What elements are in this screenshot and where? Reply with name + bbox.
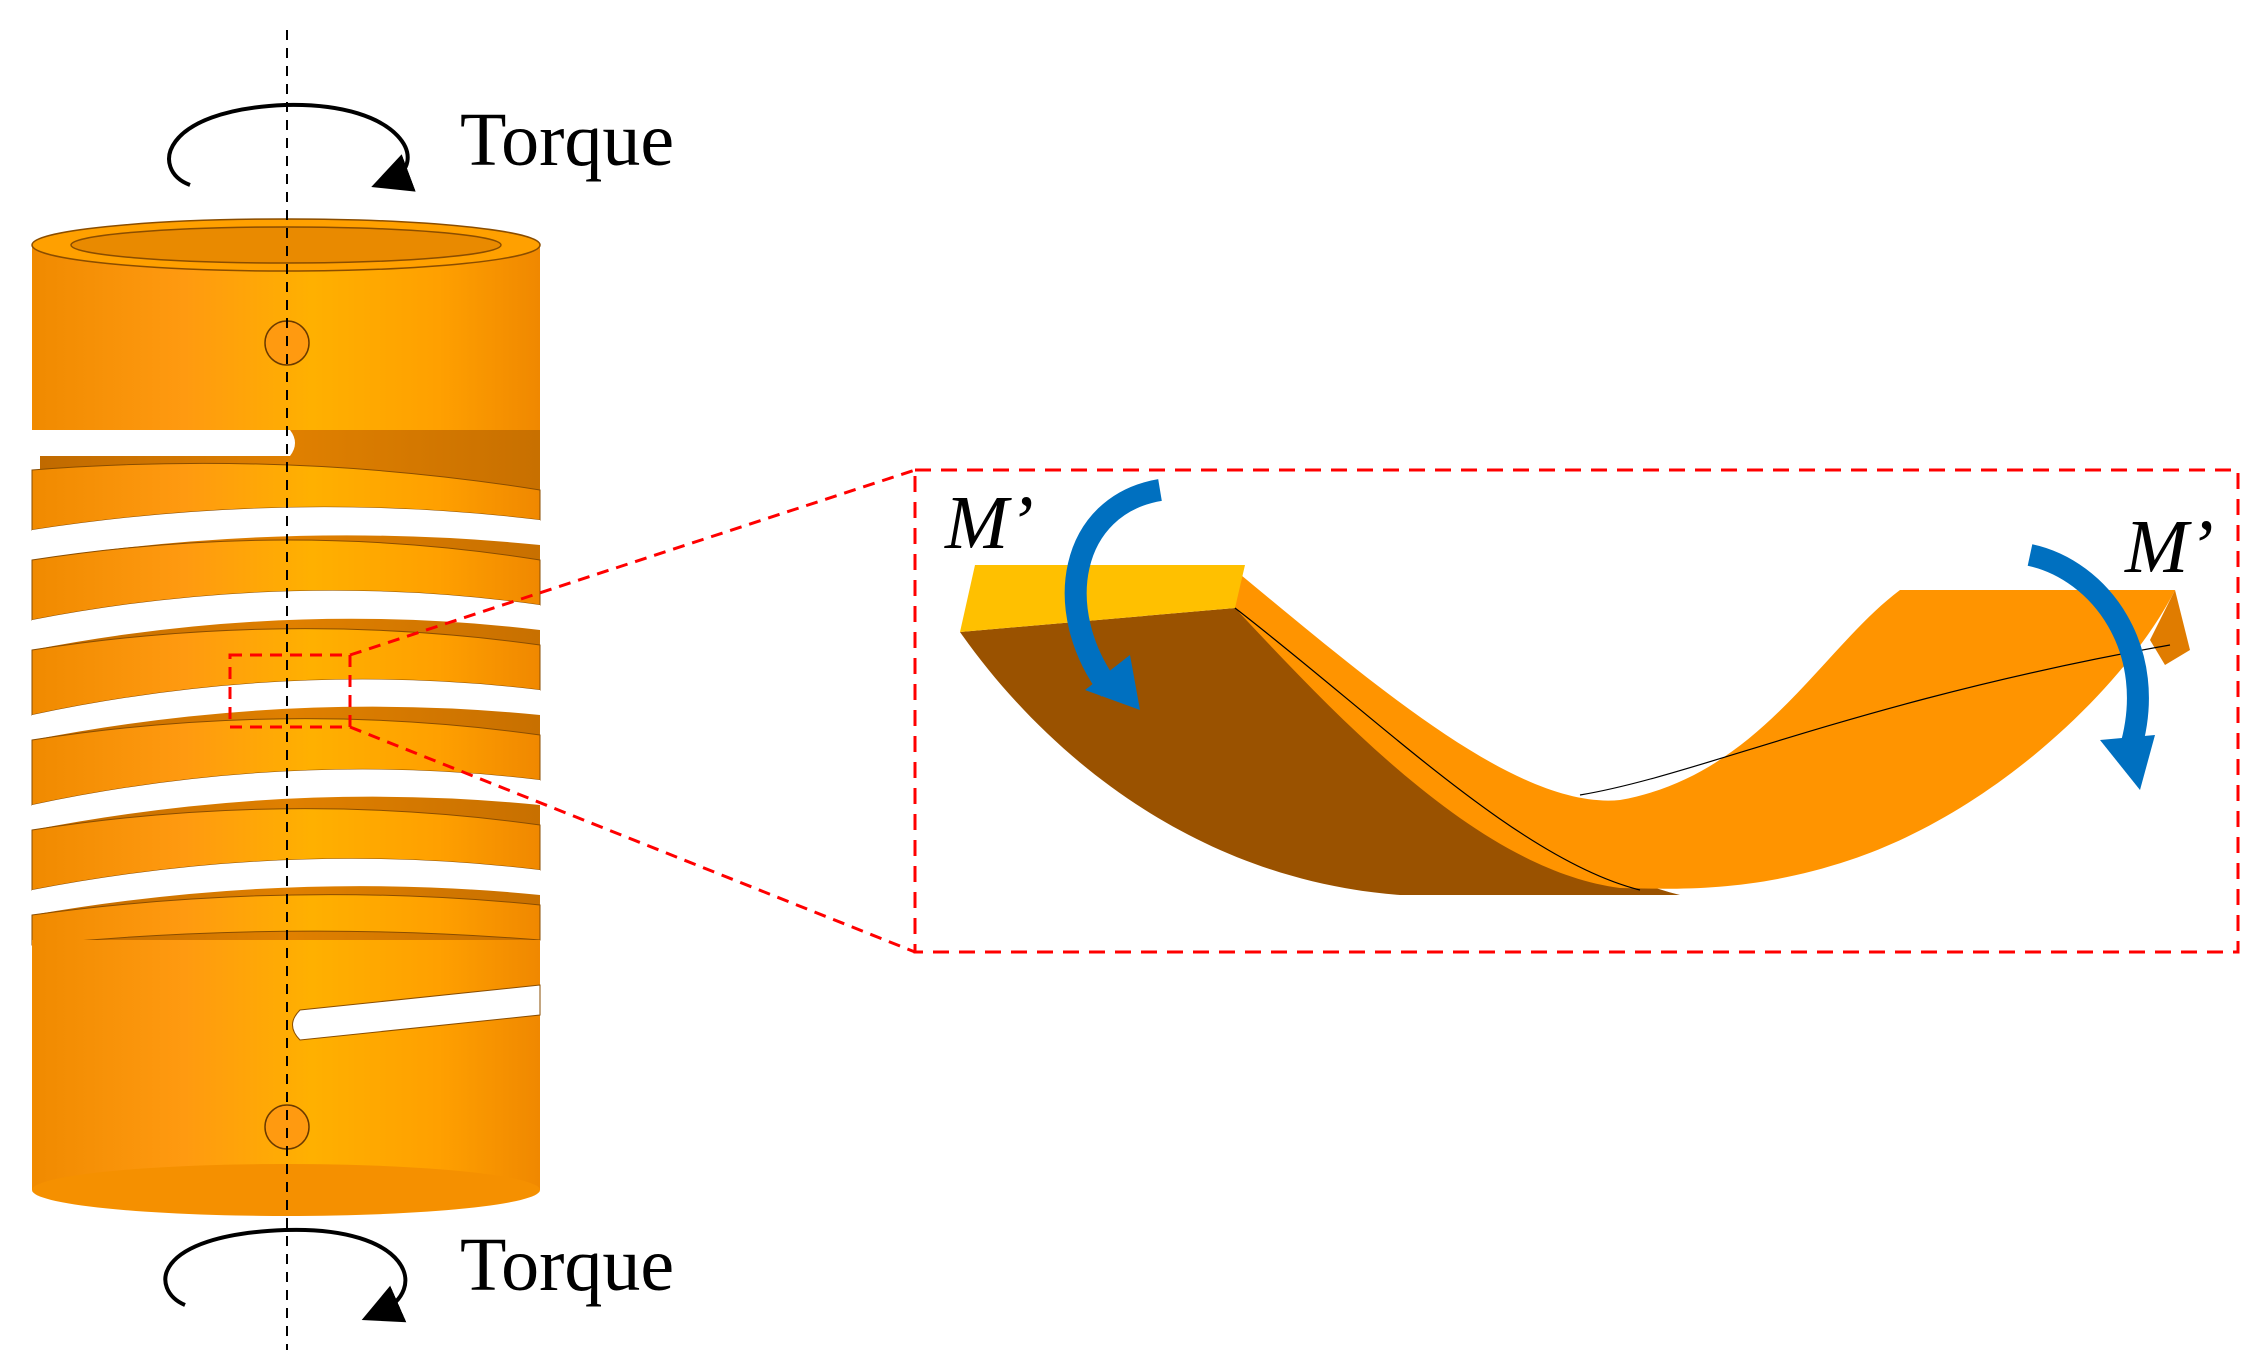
curved-rotation-arrow-icon: [167, 102, 416, 192]
strip-top-face: [1235, 570, 2175, 889]
curved-rotation-arrow-icon: [163, 1227, 408, 1323]
moment-arrow-left: [1064, 479, 1163, 710]
torque-arrow-bottom: [163, 1227, 408, 1323]
torque-label-top: Torque: [460, 98, 674, 182]
bottom-slot: [292, 984, 541, 1041]
top-hub-bore: [70, 226, 502, 264]
top-slot: [32, 430, 295, 456]
curved-blue-arrow-icon: [1064, 479, 1163, 697]
moment-arrow-right: [2027, 544, 2155, 790]
moment-label-right: M’: [2124, 505, 2214, 589]
torque-label-bottom: Torque: [460, 1223, 674, 1307]
torque-arrow-top: [167, 102, 416, 192]
strip-end-top: [960, 565, 1245, 632]
zoom-source-box: [228, 653, 352, 729]
spring-coupling: [31, 30, 541, 1350]
zoom-connector-bottom: [349, 725, 916, 954]
zoom-detail-box: [913, 468, 2240, 954]
bent-strip: [960, 565, 2190, 895]
curved-blue-arrow-icon: [2027, 544, 2149, 754]
moment-label-left: M’: [944, 481, 1034, 565]
